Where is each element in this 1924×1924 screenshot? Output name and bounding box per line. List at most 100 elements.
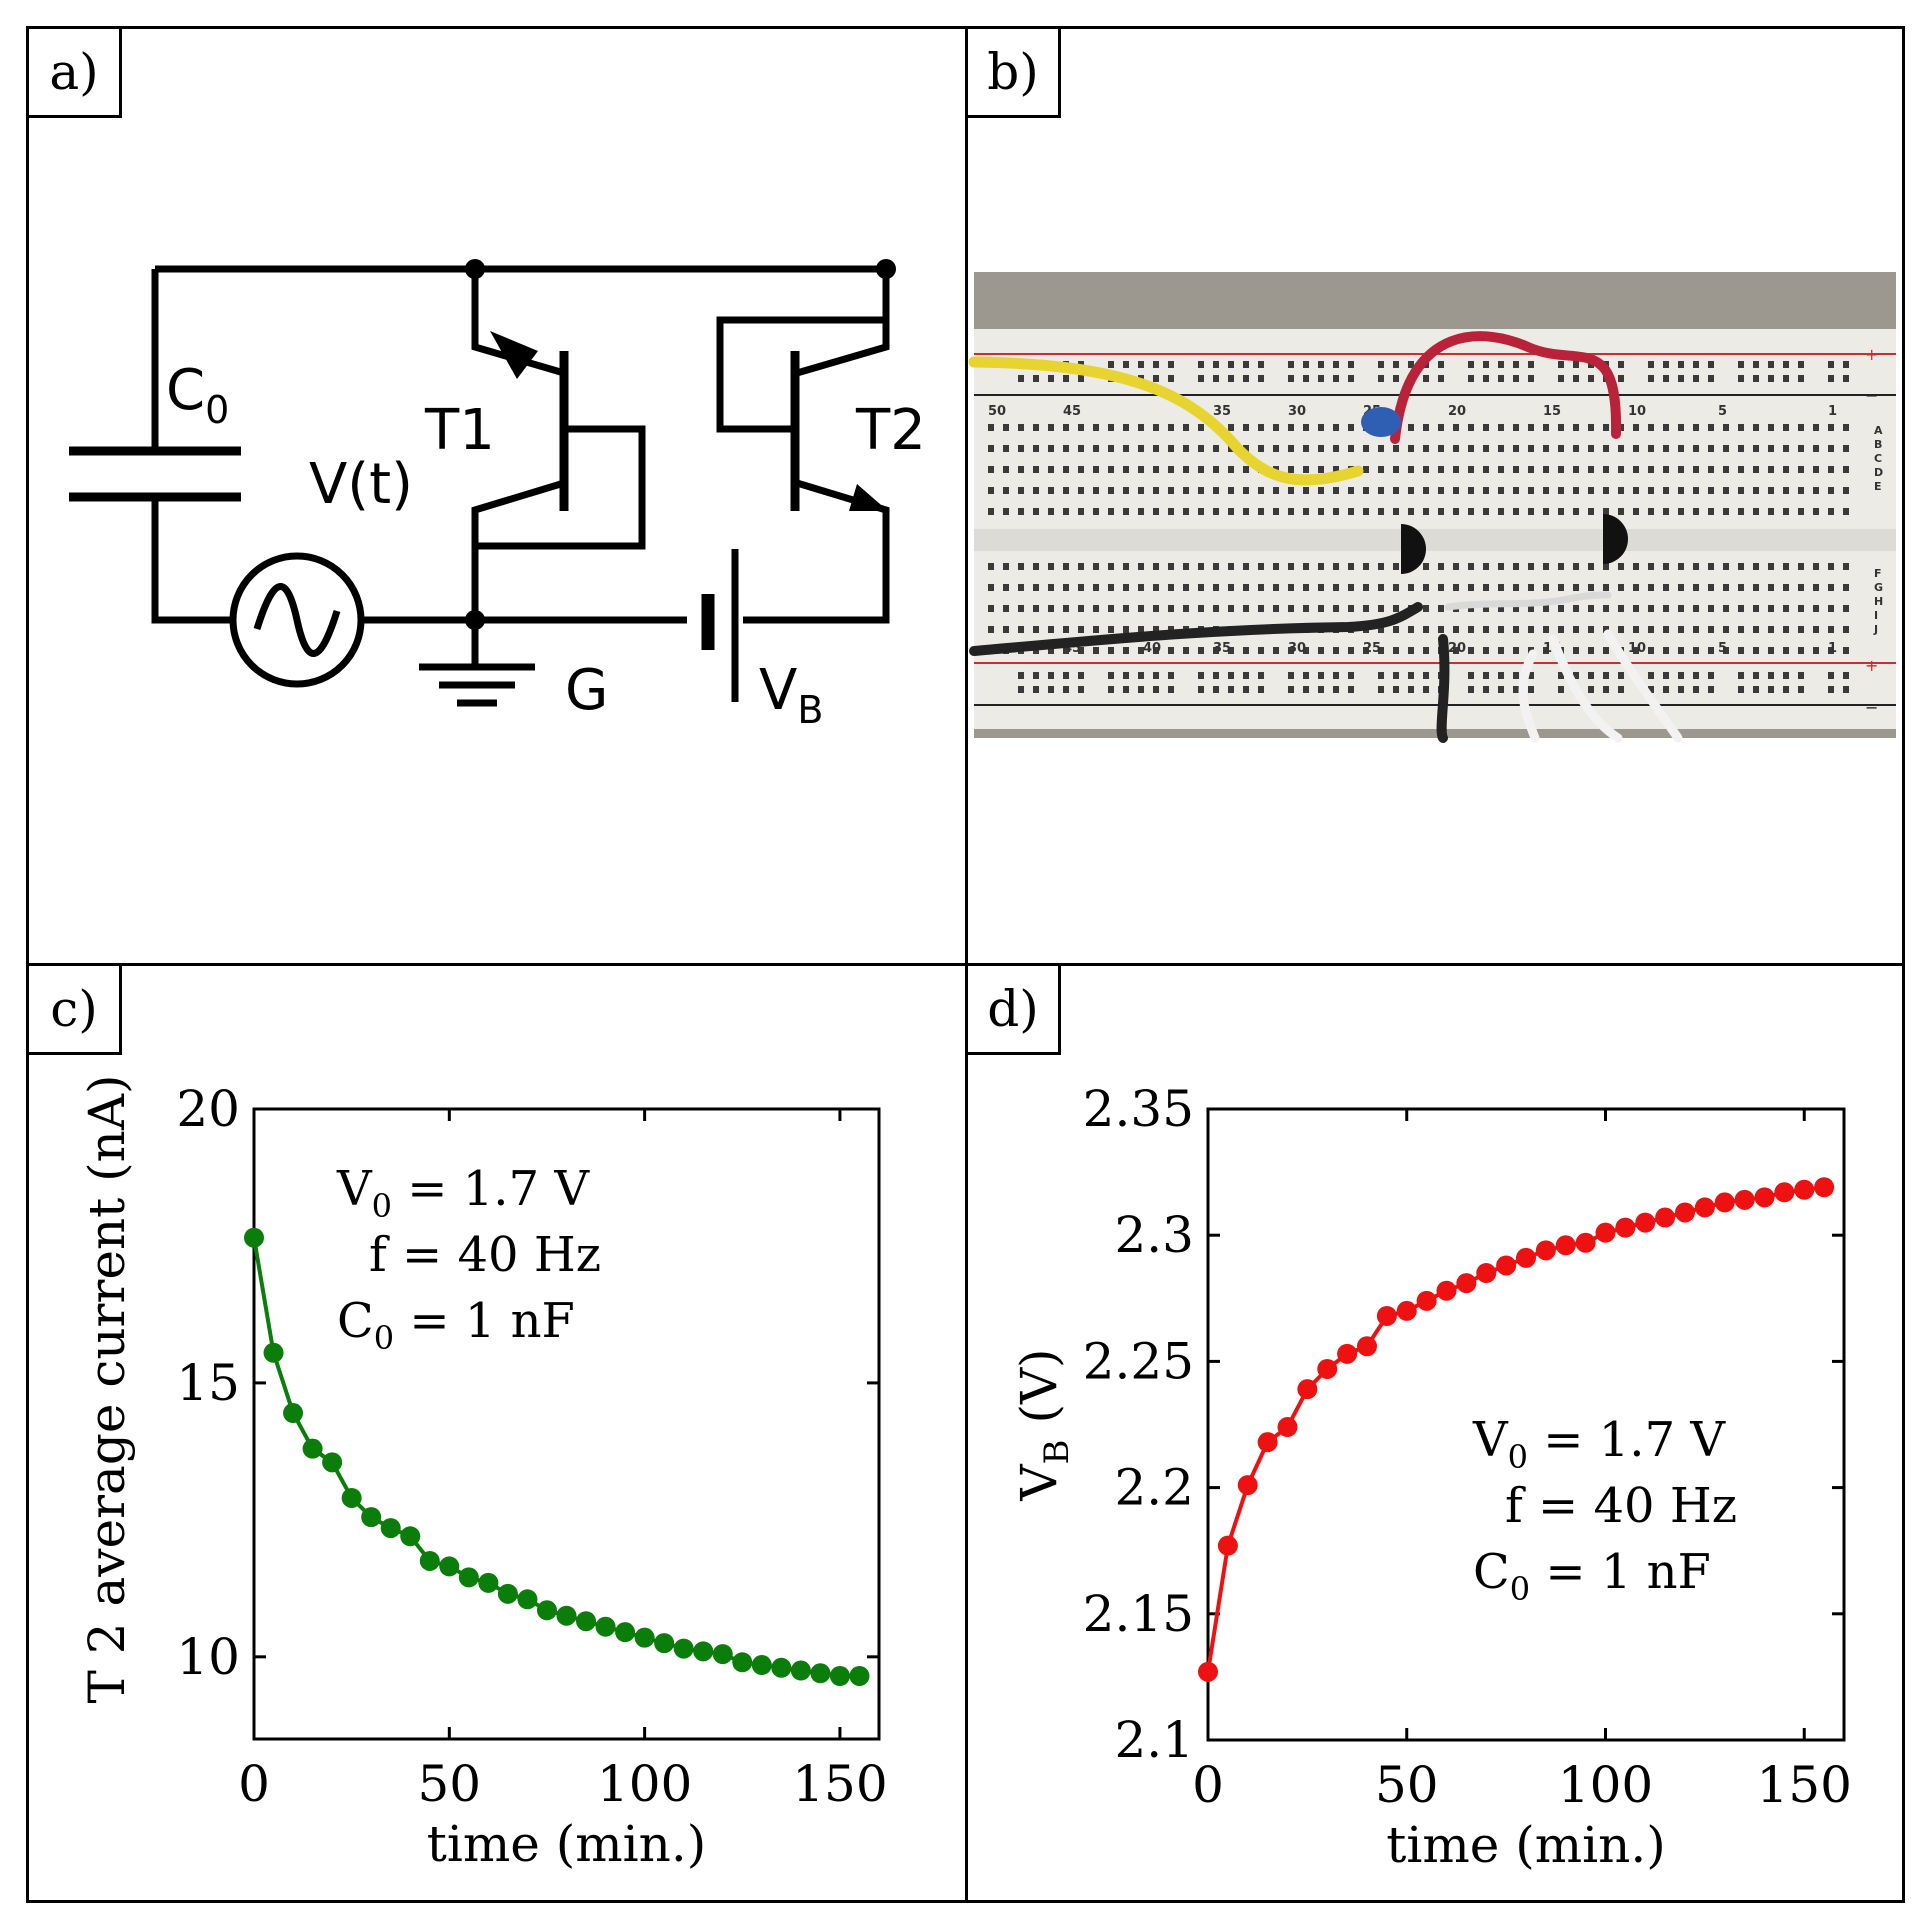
breadboard-hole <box>1048 605 1054 612</box>
breadboard-hole <box>1003 584 1009 591</box>
breadboard-hole <box>1693 672 1699 679</box>
breadboard-hole <box>1063 686 1069 693</box>
breadboard-hole <box>1423 626 1429 633</box>
breadboard-hole <box>1378 361 1384 368</box>
breadboard-hole <box>1138 445 1144 452</box>
breadboard-hole <box>1678 424 1684 431</box>
data-point <box>1456 1273 1477 1294</box>
breadboard-hole <box>1573 424 1579 431</box>
breadboard-hole <box>1213 375 1219 382</box>
breadboard-hole <box>1303 584 1309 591</box>
breadboard-hole <box>1378 626 1384 633</box>
breadboard-hole <box>1198 686 1204 693</box>
breadboard-hole <box>1363 445 1369 452</box>
y-tick-label: 2.3 <box>1114 1206 1194 1264</box>
breadboard-hole <box>1513 466 1519 473</box>
breadboard-hole <box>1273 647 1279 654</box>
breadboard-hole <box>1228 584 1234 591</box>
breadboard-hole <box>1453 563 1459 570</box>
breadboard-hole <box>1318 686 1324 693</box>
column-number: 10 <box>1628 404 1646 419</box>
breadboard-hole <box>1768 361 1774 368</box>
breadboard-hole <box>1183 445 1189 452</box>
breadboard-hole <box>1693 686 1699 693</box>
breadboard-hole <box>1543 584 1549 591</box>
breadboard-hole <box>1348 584 1354 591</box>
breadboard-hole <box>1198 672 1204 679</box>
breadboard-hole <box>1348 424 1354 431</box>
column-number: 40 <box>1143 641 1161 656</box>
breadboard-hole <box>1318 672 1324 679</box>
breadboard-hole <box>1768 686 1774 693</box>
breadboard-hole <box>1753 508 1759 515</box>
data-point <box>1257 1432 1278 1453</box>
y-tick-label: 10 <box>176 1628 240 1686</box>
breadboard-hole <box>1423 672 1429 679</box>
breadboard-hole <box>1603 647 1609 654</box>
breadboard-hole <box>1153 584 1159 591</box>
breadboard-hole <box>1348 672 1354 679</box>
breadboard-hole <box>1483 605 1489 612</box>
y-tick-label: 20 <box>176 1080 240 1138</box>
breadboard-hole <box>1798 605 1804 612</box>
breadboard-hole <box>1168 605 1174 612</box>
breadboard-hole <box>1198 361 1204 368</box>
breadboard-hole <box>1468 605 1474 612</box>
breadboard-hole <box>1438 424 1444 431</box>
breadboard-hole <box>1603 424 1609 431</box>
breadboard-hole <box>1333 466 1339 473</box>
jumper-leads <box>1444 591 1612 611</box>
breadboard-column-numbers-top: 504535302520151051 <box>988 404 1837 419</box>
breadboard-hole <box>1198 424 1204 431</box>
breadboard-hole <box>1753 361 1759 368</box>
breadboard-hole <box>988 626 994 633</box>
breadboard-hole <box>1363 466 1369 473</box>
breadboard-hole <box>1273 445 1279 452</box>
data-point <box>1396 1300 1417 1321</box>
column-number: 20 <box>1448 641 1466 656</box>
breadboard-hole <box>1003 466 1009 473</box>
breadboard-hole <box>1573 508 1579 515</box>
breadboard-hole <box>1423 563 1429 570</box>
breadboard-hole <box>1258 445 1264 452</box>
breadboard-hole <box>1228 466 1234 473</box>
breadboard-hole <box>1843 375 1849 382</box>
breadboard-hole <box>1378 686 1384 693</box>
source-label: V(t) <box>309 452 413 517</box>
breadboard-hole <box>1108 626 1114 633</box>
breadboard-hole <box>1003 487 1009 494</box>
breadboard-hole <box>1813 508 1819 515</box>
breadboard-hole <box>1648 626 1654 633</box>
breadboard-hole <box>1378 605 1384 612</box>
breadboard-hole <box>1153 487 1159 494</box>
breadboard-hole <box>1063 487 1069 494</box>
breadboard-hole <box>1648 508 1654 515</box>
breadboard-hole <box>1153 508 1159 515</box>
breadboard-hole <box>1723 424 1729 431</box>
breadboard-hole <box>1168 686 1174 693</box>
annotation-c0: C0 = 1 nF <box>1473 1544 1711 1608</box>
breadboard-hole <box>1183 508 1189 515</box>
breadboard-hole <box>1288 584 1294 591</box>
breadboard-hole <box>1153 647 1159 654</box>
breadboard-hole <box>1813 563 1819 570</box>
breadboard-hole <box>1243 672 1249 679</box>
breadboard-hole <box>1588 626 1594 633</box>
breadboard-hole <box>988 584 994 591</box>
breadboard-hole <box>1468 563 1474 570</box>
breadboard-hole <box>1063 375 1069 382</box>
breadboard-hole <box>1798 361 1804 368</box>
breadboard-hole <box>1363 647 1369 654</box>
breadboard-hole <box>1813 584 1819 591</box>
data-point <box>654 1633 675 1654</box>
breadboard-hole <box>1123 466 1129 473</box>
breadboard-hole <box>1768 445 1774 452</box>
breadboard-hole <box>1318 375 1324 382</box>
breadboard-hole <box>1243 487 1249 494</box>
breadboard-hole <box>1123 647 1129 654</box>
transistor-t1 <box>1401 524 1426 574</box>
breadboard-hole <box>1513 508 1519 515</box>
breadboard-hole <box>1828 375 1834 382</box>
breadboard-hole <box>1663 647 1669 654</box>
